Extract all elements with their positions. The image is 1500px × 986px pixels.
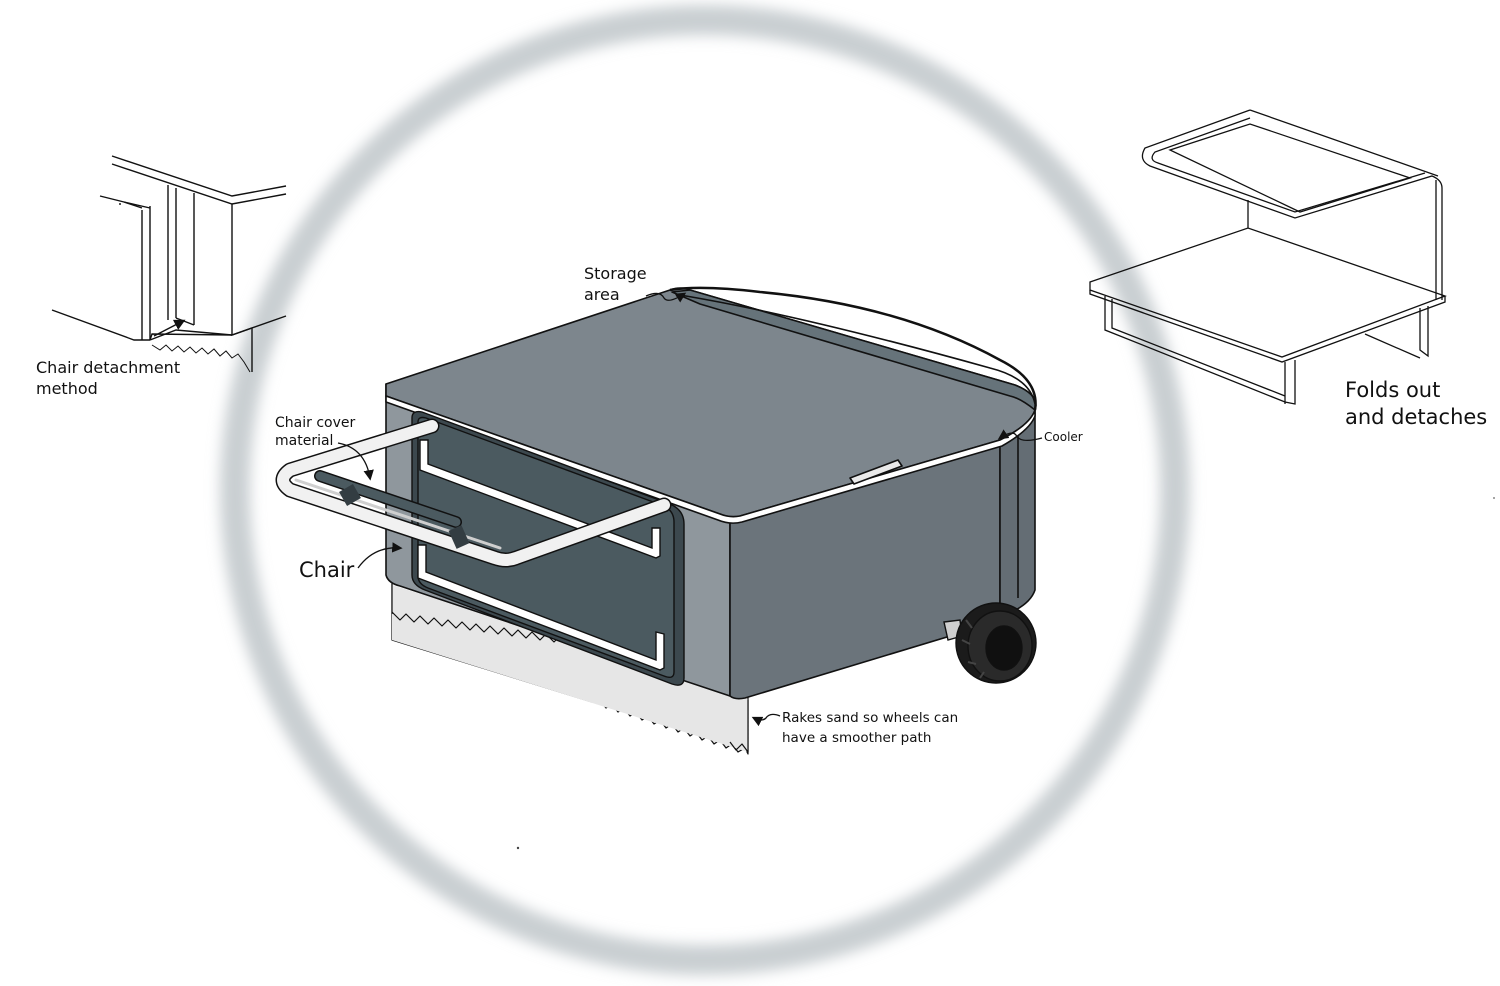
folding-chair-sketch <box>1089 109 1447 405</box>
label-line: have a smoother path <box>782 730 932 747</box>
label-line: area <box>584 284 620 304</box>
label-chair: Chair <box>299 558 355 582</box>
label-cooler: Cooler <box>1044 430 1083 444</box>
background-ring <box>220 5 1190 975</box>
speck <box>1493 497 1495 499</box>
rakes-leader <box>751 713 781 727</box>
label-line: method <box>36 378 98 398</box>
storage-leader <box>645 292 687 303</box>
label-chair-cover: Chair cover material <box>275 414 355 450</box>
label-line: Rakes sand so wheels can <box>782 710 959 726</box>
detachment-arrow <box>153 319 186 337</box>
cooler-leader <box>997 429 1043 442</box>
label-line: Folds out <box>1345 378 1441 402</box>
chair-leader <box>357 542 403 569</box>
label-line: and detaches <box>1345 405 1488 430</box>
wheel-icon <box>943 602 1037 684</box>
label-folds-out: Folds out and detaches <box>1345 377 1487 432</box>
cover-leader <box>337 442 374 481</box>
label-storage-area: Storage area <box>584 264 647 306</box>
chair-frame <box>275 418 672 568</box>
label-line: Storage <box>584 264 647 283</box>
label-rakes-sand: Rakes sand so wheels can have a smoother… <box>782 708 958 749</box>
label-line: Chair cover <box>275 415 356 431</box>
callout-leaders <box>337 292 1043 727</box>
label-chair-detachment: Chair detachment method <box>36 358 180 400</box>
detachment-detail-sketch <box>51 155 287 373</box>
label-line: material <box>275 433 334 450</box>
label-line: Chair detachment <box>36 358 181 377</box>
speck <box>516 846 520 850</box>
